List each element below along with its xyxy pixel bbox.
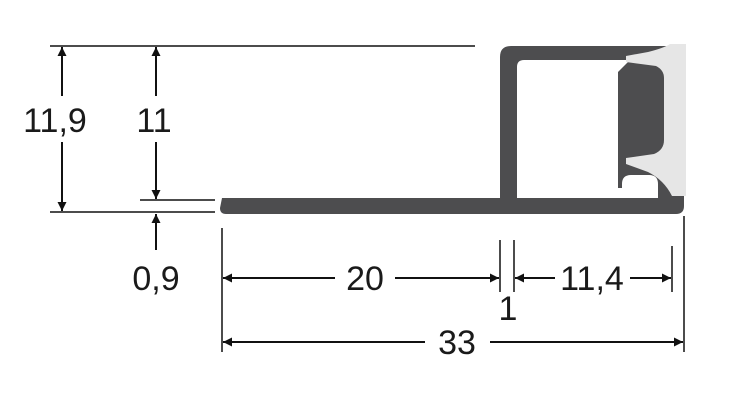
total-width-label: 33 (438, 324, 476, 362)
wall-thickness-label: 1 (499, 290, 518, 328)
flange-width-label: 20 (346, 260, 384, 298)
total-height-label: 11,9 (23, 102, 87, 140)
aluminium-profile (220, 46, 684, 214)
base-thickness-label: 0,9 (132, 260, 179, 298)
inner-height-label: 11 (136, 102, 171, 140)
diffuser-insert (626, 44, 686, 196)
channel-width-label: 11,4 (560, 260, 624, 298)
